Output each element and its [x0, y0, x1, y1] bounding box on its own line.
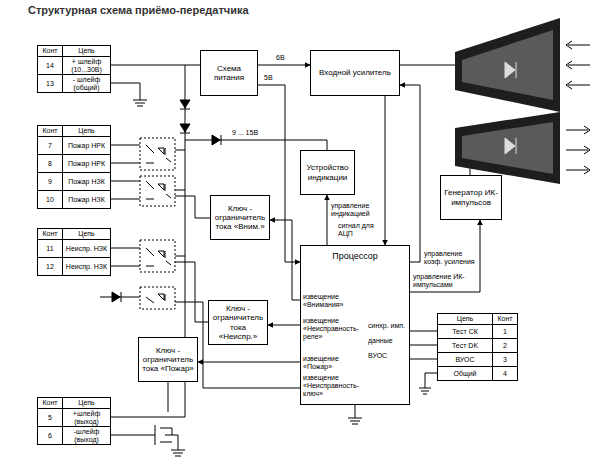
- table-cell: 11: [37, 239, 63, 258]
- table-cell: 1: [492, 324, 518, 339]
- box-text: Процессор: [332, 251, 378, 261]
- box-text: Ключ - ограничитель тока «Пожар»: [141, 346, 195, 374]
- process-box: Устройство индикации: [300, 150, 355, 195]
- table-cell: ВУОС: [437, 352, 493, 367]
- edge-label: извещение «Неисправность-реле»: [303, 317, 365, 341]
- table-cell: Общий: [437, 366, 493, 381]
- edge-label: управление ИК-импульсами: [413, 273, 475, 289]
- table-cell: 9: [37, 172, 63, 191]
- table-cell: Неиспр. НЗК: [62, 239, 111, 258]
- signal-name: данные: [368, 337, 393, 345]
- signal-connector: [258, 65, 310, 66]
- box-text: Схема питания: [203, 64, 255, 82]
- table-cell: -шлейф (выход): [62, 426, 111, 445]
- edge-label: извещение «Пожар»: [303, 355, 365, 371]
- edge-label: сигнал для АЦП: [338, 222, 382, 238]
- table-cell: 2: [492, 338, 518, 353]
- table-cell: Пожар НРК: [62, 136, 111, 155]
- box-text: Ключ - ограничитель тока «Вним.»: [213, 204, 267, 232]
- voltage-label: 9 ... 15В: [232, 129, 258, 137]
- signal-connector: [327, 195, 328, 245]
- table-cell: 13: [37, 74, 63, 93]
- table-cell: Тест DK: [437, 338, 493, 353]
- table-cell: 12: [37, 257, 63, 276]
- table-cell: 7: [37, 136, 63, 155]
- signal-name: синхр. имп.: [368, 322, 405, 330]
- table-cell: - шлейф (общий): [62, 74, 111, 93]
- process-box: Ключ - ограничитель тока «Вним.»: [210, 195, 270, 240]
- process-box: Ключ - ограничитель тока «Неиспр.»: [208, 300, 268, 345]
- table-cell: 5: [37, 408, 63, 427]
- signal-name: ВУОС: [368, 352, 387, 360]
- signal-connector: [270, 220, 300, 300]
- edge-label: 6В: [276, 54, 285, 62]
- signal-connector: [198, 362, 300, 363]
- table-cell: 4: [492, 366, 518, 381]
- edge-label: управление коэф. усиления: [424, 250, 476, 266]
- edge-label: 5В: [264, 74, 273, 82]
- table-cell: Тест СК: [437, 324, 493, 339]
- diode-symbols: [112, 100, 221, 302]
- table-cell: 6: [37, 426, 63, 445]
- table-cell: +шлейф (выход): [62, 408, 111, 427]
- box-text: Устройство индикации: [303, 163, 352, 181]
- ir-optics: [455, 18, 590, 184]
- table-cell: 8: [37, 154, 63, 173]
- process-box: Ключ - ограничитель тока «Пожар»: [138, 337, 198, 382]
- edge-label: извещение «Внимания»: [303, 293, 365, 309]
- table-cell: 3: [492, 352, 518, 367]
- table-cell: Пожар НЗК: [62, 172, 111, 191]
- signal-connector: [385, 96, 386, 245]
- signal-connector: [410, 220, 480, 292]
- wire-group: [100, 65, 470, 456]
- table-cell: + шлейф (10...30В): [62, 56, 111, 75]
- edge-label: управление индикацией: [331, 202, 375, 218]
- relay-symbols: [140, 138, 175, 309]
- box-text: Генератор ИК-импульсов: [443, 188, 499, 206]
- diagram-title: Структурная схема приёмо-передатчика: [28, 4, 249, 16]
- table-cell: Неиспр. НЗК: [62, 257, 111, 276]
- process-box: Схема питания: [200, 50, 258, 96]
- box-text: Входной усилитель: [319, 68, 391, 77]
- process-box: Входной усилитель: [310, 50, 400, 96]
- signal-name: извещение «Неисправность-ключ»: [303, 374, 365, 398]
- table-cell: 14: [37, 56, 63, 75]
- signal-connector: [400, 85, 420, 262]
- signal-connector: [268, 325, 300, 326]
- table-cell: Пожар НЗК: [62, 190, 111, 209]
- table-cell: Пожар НРК: [62, 154, 111, 173]
- process-box: Генератор ИК-импульсов: [440, 175, 502, 220]
- table-cell: 10: [37, 190, 63, 209]
- box-text: Ключ - ограничитель тока «Неиспр.»: [211, 304, 265, 341]
